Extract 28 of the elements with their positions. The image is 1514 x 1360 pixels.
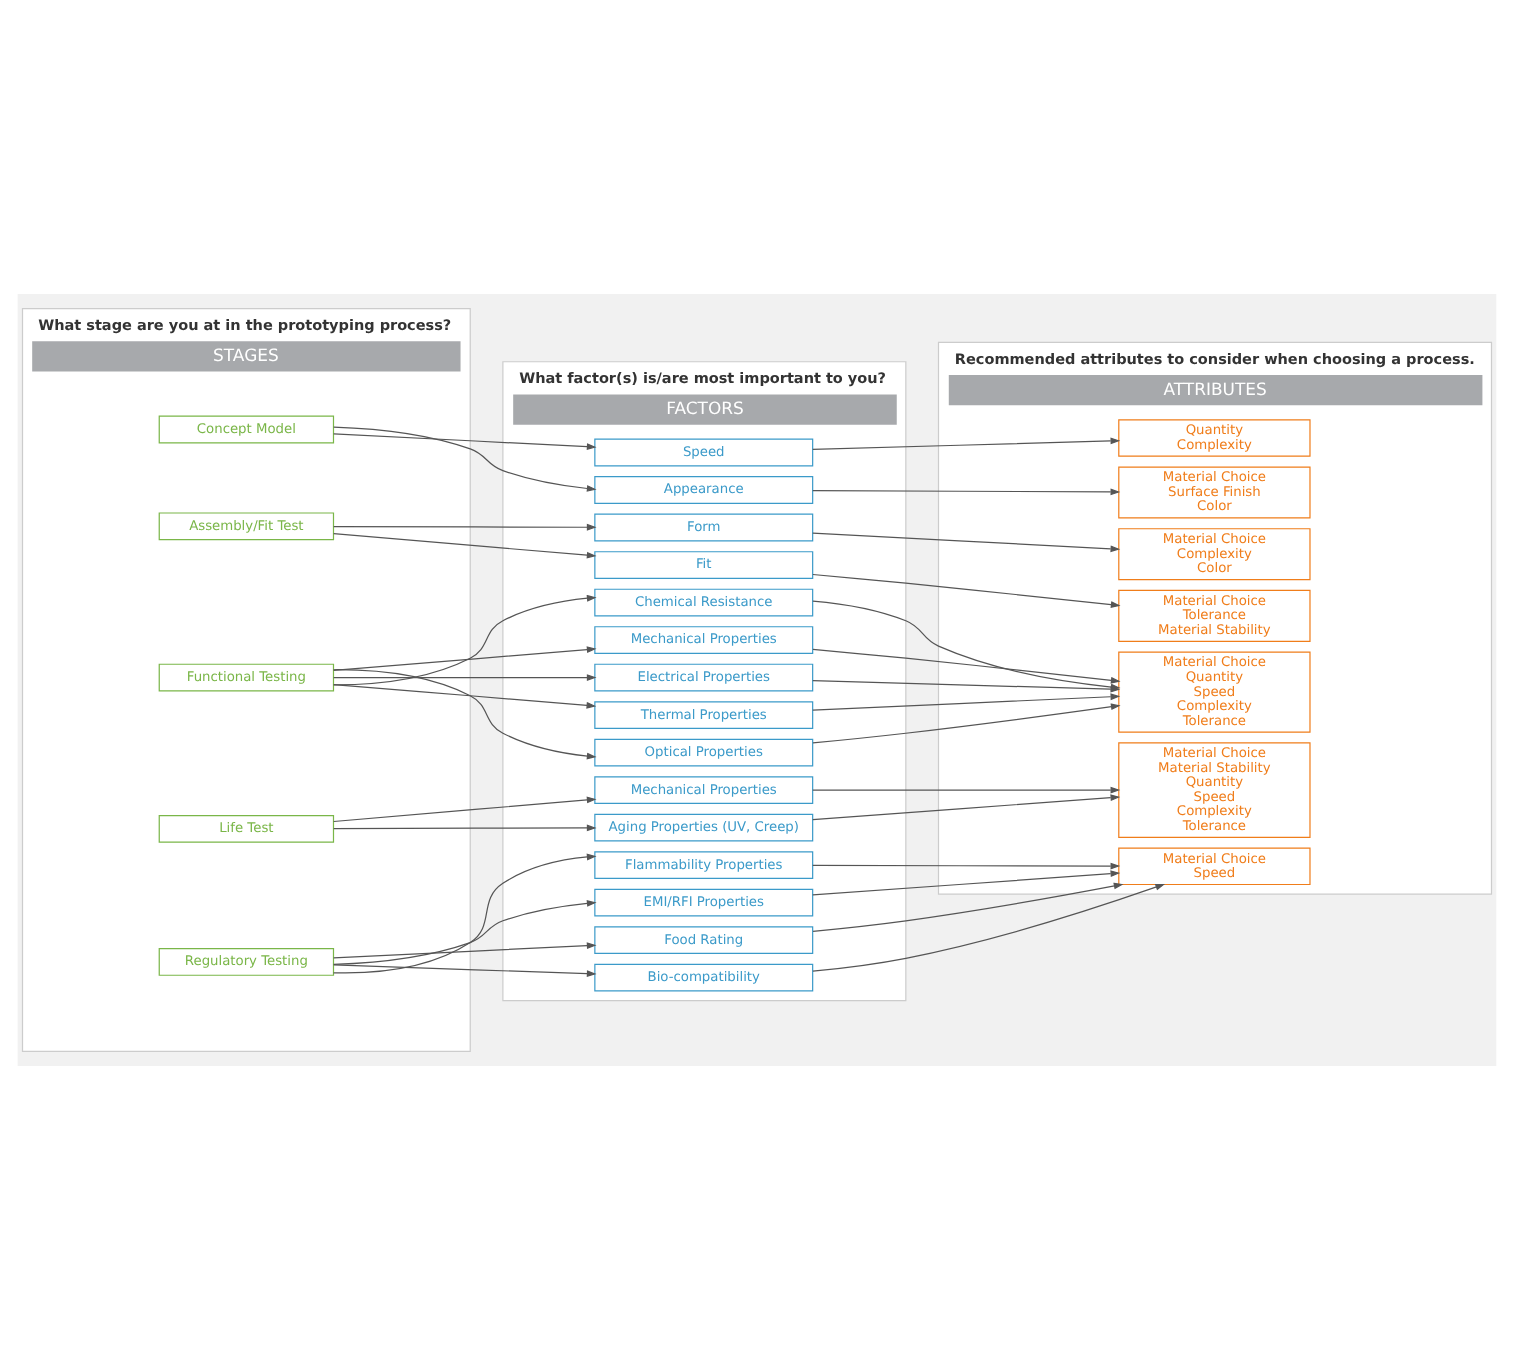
arrow	[333, 594, 597, 686]
arrow	[812, 794, 1121, 821]
arrow	[332, 853, 597, 974]
arrow	[333, 900, 597, 965]
arrow	[333, 646, 597, 672]
arrow	[333, 674, 597, 681]
arrow	[812, 573, 1121, 608]
arrow	[333, 964, 597, 978]
arrow	[812, 882, 1124, 932]
arrow	[812, 693, 1121, 711]
arrow	[812, 437, 1121, 451]
arrow	[333, 796, 597, 823]
arrow	[812, 488, 1121, 496]
arrow	[333, 683, 597, 709]
arrow	[333, 824, 597, 832]
arrow	[812, 786, 1121, 794]
arrow	[333, 942, 597, 959]
arrow	[812, 648, 1121, 684]
arrow	[333, 669, 597, 760]
arrow	[812, 862, 1121, 870]
arrow	[812, 532, 1121, 553]
arrow	[812, 883, 1166, 972]
arrow	[333, 433, 597, 451]
arrow	[333, 533, 597, 559]
arrow	[812, 870, 1121, 896]
arrow	[333, 426, 597, 492]
arrow	[812, 703, 1121, 744]
arrow	[333, 523, 597, 531]
